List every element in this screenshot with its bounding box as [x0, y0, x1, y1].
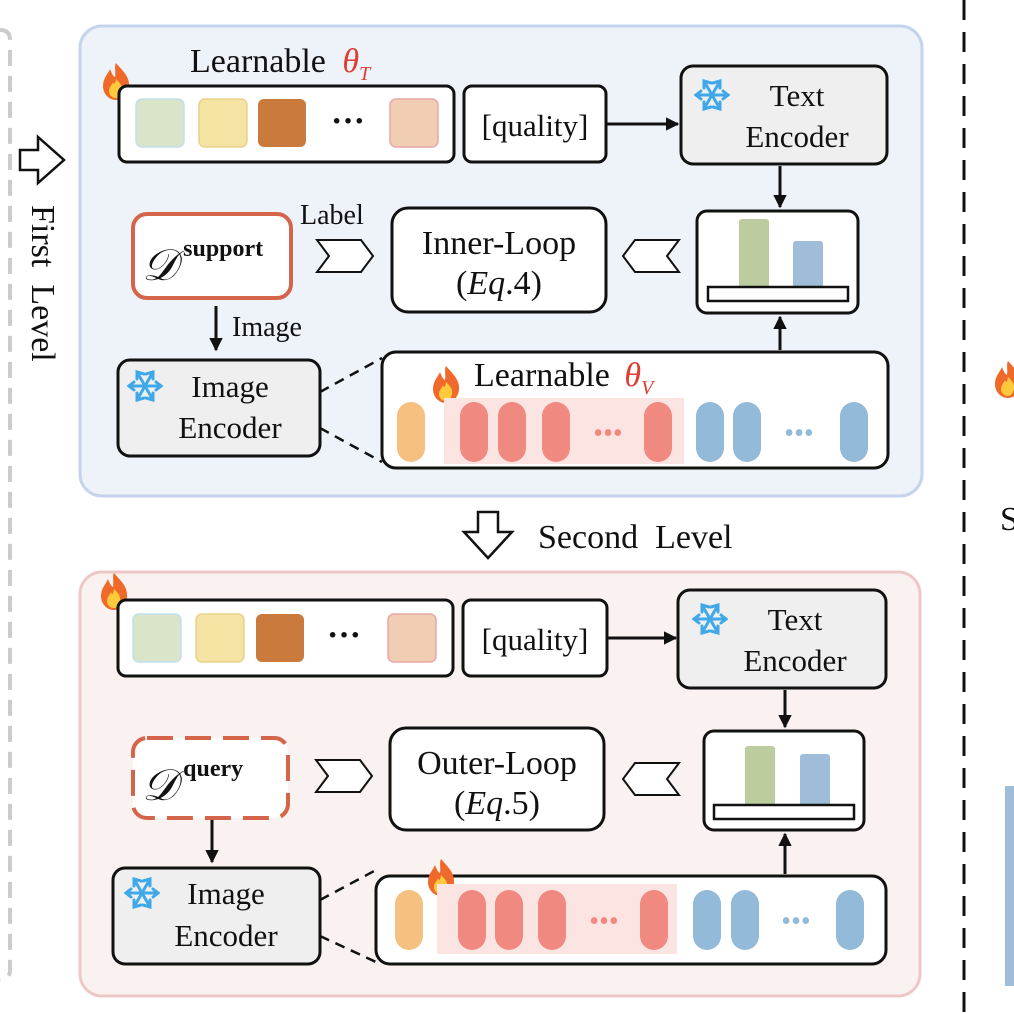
prompt-token-green: [135, 98, 185, 148]
inner-loop-label-2: (Eq.4): [456, 265, 542, 302]
prompt-token-peach: [389, 98, 439, 148]
image-encoder-box: [116, 358, 322, 458]
visual-token-red-4-2: [640, 890, 668, 950]
score-bar-blue-2: [800, 754, 830, 806]
visual-token-blue-3: [840, 402, 868, 462]
prompt-token-yellow: [198, 98, 248, 148]
image-arrow-text: Image: [232, 312, 302, 343]
visual-token-red-1-2: [458, 890, 486, 950]
visual-token-blue-2: [733, 402, 761, 462]
text-encoder-box-2: [676, 588, 888, 690]
text-encoder-label-2: Encoder: [745, 119, 849, 154]
learnable-text-title: Learnable θT: [190, 43, 372, 85]
fire-icon: [995, 361, 1014, 398]
zoom-line-bottom: [319, 426, 383, 464]
outer-loop-label-1: Outer-Loop: [417, 745, 577, 782]
quality-token-text: [quality]: [482, 108, 589, 143]
hollow-arrow-icon: [18, 134, 66, 186]
outer-loop-label-2: (Eq.5): [454, 785, 540, 822]
zoom-line-top: [319, 356, 383, 394]
query-set-box: [131, 736, 290, 820]
prompt-token-brown: [258, 99, 306, 147]
image-encoder-label-1-2: Image: [187, 876, 264, 911]
first-level-label: First Level: [24, 205, 61, 362]
zoom-line-top-2: [319, 868, 377, 902]
visual-token-blue-2-2: [731, 890, 759, 950]
image-encoder-label-2-2: Encoder: [174, 918, 278, 953]
inner-loop-box: [390, 206, 608, 314]
label-arrow-text: Label: [300, 200, 364, 231]
visual-token-red-2-2: [495, 890, 523, 950]
second-level-label: Second Level: [538, 519, 733, 556]
visual-token-red-2: [498, 402, 526, 462]
quality-token-text-2: [quality]: [482, 622, 589, 657]
visual-token-red-4: [644, 402, 672, 462]
visual-token-red-3-2: [538, 890, 566, 950]
right-partial-text: S: [1000, 501, 1014, 538]
text-encoder-label-2-2: Encoder: [743, 643, 847, 678]
prompt-token-yellow-2: [195, 613, 245, 663]
right-partial-blue-bar: [1005, 786, 1014, 986]
visual-token-ellipsis-red: •••: [593, 418, 622, 449]
score-chart-baseline: [706, 285, 850, 303]
visual-token-ellipsis-red-2: •••: [589, 906, 618, 937]
inner-loop-label-1: Inner-Loop: [422, 225, 576, 262]
visual-token-blue-1: [696, 402, 724, 462]
visual-token-orange: [397, 402, 425, 462]
text-encoder-box: [679, 64, 889, 166]
learnable-visual-title: Learnable θV: [474, 357, 656, 399]
text-encoder-label-1-2: Text: [768, 602, 823, 637]
score-bar-green: [739, 219, 769, 288]
left-dashed-border: [0, 28, 12, 982]
text-encoder-label-1: Text: [770, 78, 825, 113]
support-set-label: 𝒟 support: [142, 236, 263, 291]
prompt-ellipsis-2: ···: [327, 617, 361, 654]
prompt-token-brown-2: [256, 614, 304, 662]
hollow-arrow-icon: [461, 510, 515, 560]
zoom-line-bottom-2: [319, 934, 377, 964]
score-bar-blue: [793, 241, 823, 288]
visual-token-red-3: [542, 402, 570, 462]
image-encoder-label-1: Image: [191, 369, 268, 404]
prompt-token-green-2: [132, 613, 182, 663]
score-bar-green-2: [745, 746, 775, 806]
score-chart-baseline-2: [712, 803, 856, 821]
visual-token-orange-2: [395, 890, 423, 950]
prompt-ellipsis: ···: [331, 103, 365, 140]
outer-loop-box: [388, 726, 606, 832]
visual-token-ellipsis-blue-2: •••: [781, 906, 810, 937]
prompt-token-peach-2: [387, 613, 437, 663]
visual-token-blue-1-2: [693, 890, 721, 950]
visual-token-red-1: [460, 402, 488, 462]
visual-token-ellipsis-blue: •••: [784, 418, 813, 449]
image-encoder-label-2: Encoder: [178, 410, 282, 445]
visual-token-blue-3-2: [836, 890, 864, 950]
support-set-box: [131, 212, 293, 300]
image-encoder-box-2: [111, 866, 322, 966]
